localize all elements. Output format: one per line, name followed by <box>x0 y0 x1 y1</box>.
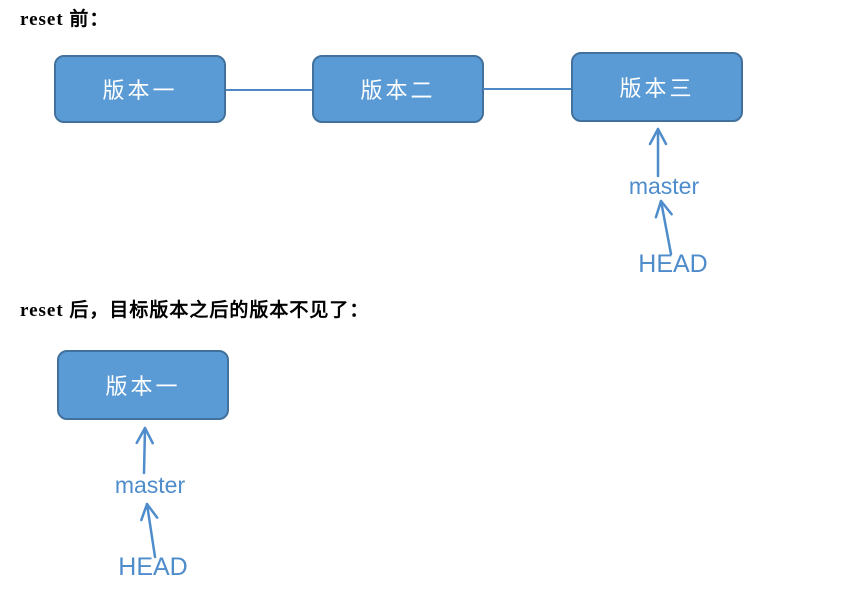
head-pointer-label: HEAD <box>118 553 188 581</box>
connector-line-node1-node2 <box>226 89 312 91</box>
head-to-master-arrow-icon <box>140 502 159 559</box>
commit-node-version-1-after: 版本一 <box>57 350 229 420</box>
head-to-master-arrow-icon <box>654 199 673 256</box>
commit-node-version-2: 版本二 <box>312 55 484 123</box>
commit-node-version-1: 版本一 <box>54 55 226 123</box>
connector-line-node2-node3 <box>483 88 571 90</box>
master-branch-label: master <box>114 472 186 498</box>
section-after-title: reset 后，目标版本之后的版本不见了： <box>20 300 370 321</box>
master-branch-label: master <box>628 173 700 199</box>
section-before-title: reset 前： <box>20 9 110 30</box>
commit-node-version-3: 版本三 <box>571 52 743 122</box>
master-to-commit-arrow-icon <box>648 127 668 178</box>
master-to-commit-arrow-icon <box>135 426 154 475</box>
head-pointer-label: HEAD <box>638 250 708 278</box>
